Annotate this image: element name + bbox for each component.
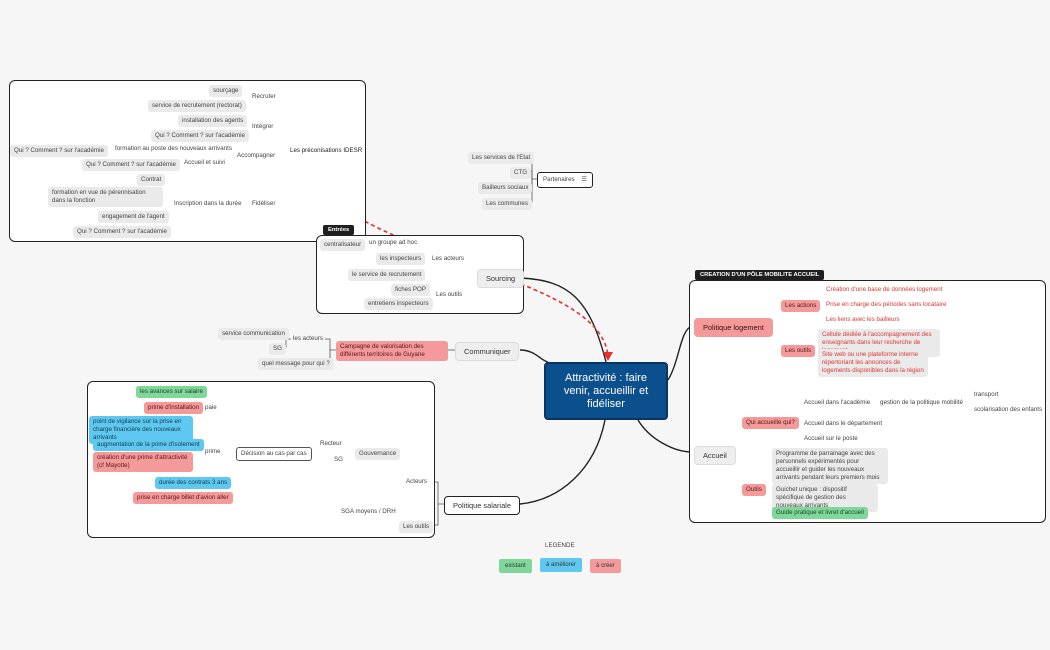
communiquer-message[interactable]: quel message pour qui ? xyxy=(258,358,334,370)
accueil-node[interactable]: Accueil xyxy=(694,446,736,465)
preco-suivi-who[interactable]: Qui ? Comment ? sur l'académie xyxy=(82,159,180,171)
salariale-paie-item[interactable]: les avances sur salaire xyxy=(136,386,207,398)
preco-fideliser-item[interactable]: Contrat xyxy=(137,174,166,186)
sourcing-centralisateur[interactable]: centralisateur xyxy=(320,239,366,251)
link-communiquer xyxy=(519,349,549,363)
salariale-prime-item[interactable]: augmentation de la prime d'isolement xyxy=(93,439,204,451)
salariale-paie-item[interactable]: prime d'installation xyxy=(144,402,204,414)
accueil-outils[interactable]: Outils xyxy=(742,484,766,496)
preco-fideliser-item[interactable]: formation en vue de pérennisation dans l… xyxy=(48,187,163,207)
communiquer-acteur-item[interactable]: service communication xyxy=(218,328,289,340)
preco-integrer[interactable]: Intégrer xyxy=(252,123,274,130)
partenaire-item[interactable]: Les services de l'Etat xyxy=(468,152,535,164)
salariale-billet[interactable]: prise en charge billet d'avion aller xyxy=(133,492,233,504)
accueil-departement[interactable]: Accueil dans le département xyxy=(804,420,883,427)
link-accueil xyxy=(637,419,693,453)
preco-inscription[interactable]: Inscription dans la durée xyxy=(174,200,242,207)
salariale-node[interactable]: Politique salariale xyxy=(444,496,520,515)
sourcing-groupe[interactable]: un groupe ad hoc xyxy=(369,239,418,246)
salariale-paie[interactable]: paie xyxy=(205,404,217,411)
partenaire-item[interactable]: Bailleurs sociaux xyxy=(478,182,533,194)
salariale-outils[interactable]: Les outils xyxy=(399,521,434,533)
communiquer-node[interactable]: Communiquer xyxy=(455,342,520,361)
salariale-acteurs[interactable]: Acteurs xyxy=(406,478,427,485)
accueil-academie[interactable]: Accueil dans l'académie xyxy=(804,399,871,406)
partenaire-item[interactable]: CTG xyxy=(510,167,532,179)
logement-actions[interactable]: Les actions xyxy=(781,300,821,312)
preco-recruter-item[interactable]: sourçage xyxy=(209,85,243,97)
preco-integrer-item[interactable]: Qui ? Comment ? sur l'académie xyxy=(151,130,249,142)
communiquer-campagne[interactable]: Campagne de valorisation des différents … xyxy=(336,341,448,361)
salariale-sga[interactable]: SGA moyens / DRH xyxy=(341,508,396,515)
sourcing-acteur-item[interactable]: les inspecteurs xyxy=(376,253,426,265)
preco-suivi[interactable]: Accueil et suivi xyxy=(184,159,225,166)
salariale-sg[interactable]: SG xyxy=(334,456,343,463)
preco-recruter-item[interactable]: service de recrutement (rectorat) xyxy=(148,100,246,112)
communiquer-acteurs[interactable]: les acteurs xyxy=(293,335,323,342)
salariale-duree[interactable]: durée des contrats 3 ans xyxy=(155,477,232,489)
preco-formation-who[interactable]: Qui ? Comment ? sur l'académie xyxy=(10,145,108,157)
preco-fideliser-item[interactable]: engagement de l'agent xyxy=(98,211,169,223)
sourcing-outil-item[interactable]: entretiens inspecteurs xyxy=(364,298,433,310)
link-salariale xyxy=(519,419,606,505)
accueil-poste[interactable]: Accueil sur le poste xyxy=(804,435,858,442)
accueil-outil-item[interactable]: Guide pratique et livret d'accueil xyxy=(772,507,868,519)
logement-action-item[interactable]: Prise en charge des périodes sans locata… xyxy=(826,301,947,308)
logement-outils[interactable]: Les outils xyxy=(781,345,816,357)
communiquer-acteur-item[interactable]: SG xyxy=(269,343,286,355)
legend-a-creer: à créer xyxy=(590,559,621,573)
note-icon: ☰ xyxy=(581,176,587,183)
entrees-tag: Entrées xyxy=(323,225,355,235)
preco-recruter[interactable]: Recruter xyxy=(252,93,276,100)
pole-mobilite-tag: CREATION D'UN PÔLE MOBILITE ACCUEIL xyxy=(695,270,825,280)
salariale-gouvernance[interactable]: Gouvernance xyxy=(355,448,401,460)
salariale-recteur[interactable]: Recteur xyxy=(320,440,342,447)
preco-accompagner[interactable]: Accompagner xyxy=(237,152,276,159)
accueil-transport[interactable]: transport xyxy=(974,391,999,398)
preco-fideliser[interactable]: Fidéliser xyxy=(252,200,276,207)
sourcing-acteur-item[interactable]: le service de recrutement xyxy=(348,269,426,281)
sourcing-outil-item[interactable]: fiches POP xyxy=(391,284,430,296)
preco-integrer-item[interactable]: installation des agents xyxy=(178,115,248,127)
partenaire-item[interactable]: Les communes xyxy=(482,198,532,210)
sourcing-acteurs[interactable]: Les acteurs xyxy=(432,255,464,262)
logement-action-item[interactable]: Création d'une base de données logement xyxy=(826,286,943,293)
partenaires-node[interactable]: Partenaires ☰ xyxy=(537,172,593,188)
legend-title: LEGENDE xyxy=(545,542,575,549)
logement-node[interactable]: Politique logement xyxy=(694,318,773,337)
preco-formation[interactable]: formation au poste des nouveaux arrivant… xyxy=(115,145,232,152)
central-topic[interactable]: Attractivité : faire venir, accueillir e… xyxy=(544,362,668,420)
accueil-gestion[interactable]: gestion de la politique mobilité xyxy=(880,399,963,406)
preco-fideliser-item[interactable]: Qui ? Comment ? sur l'académie xyxy=(73,226,171,238)
sourcing-outils[interactable]: Les outils xyxy=(436,291,463,298)
sourcing-node[interactable]: Sourcing xyxy=(477,269,525,288)
salariale-prime-item[interactable]: création d'une prime d'attractivité (cf … xyxy=(93,452,193,472)
salariale-decision[interactable]: Décision au cas par cas xyxy=(236,447,312,461)
accueil-scolarisation[interactable]: scolarisation des enfants xyxy=(974,406,1043,413)
accueil-outil-item[interactable]: Programme de parrainage avec des personn… xyxy=(772,448,888,484)
salariale-prime[interactable]: prime xyxy=(205,448,221,455)
accueil-qui[interactable]: Qui accueille qui? xyxy=(742,417,799,429)
preco-title[interactable]: Les préconisations IDESR xyxy=(290,147,363,154)
logement-action-item[interactable]: Les liens avec les bailleurs xyxy=(826,316,900,323)
logement-outil-item[interactable]: Site web ou une plateforme interne réper… xyxy=(818,349,928,377)
legend-existant: existant xyxy=(499,559,532,573)
link-sourcing xyxy=(519,277,607,363)
partenaires-label: Partenaires xyxy=(543,176,575,183)
legend-a-ameliorer: à améliorer xyxy=(540,558,583,572)
